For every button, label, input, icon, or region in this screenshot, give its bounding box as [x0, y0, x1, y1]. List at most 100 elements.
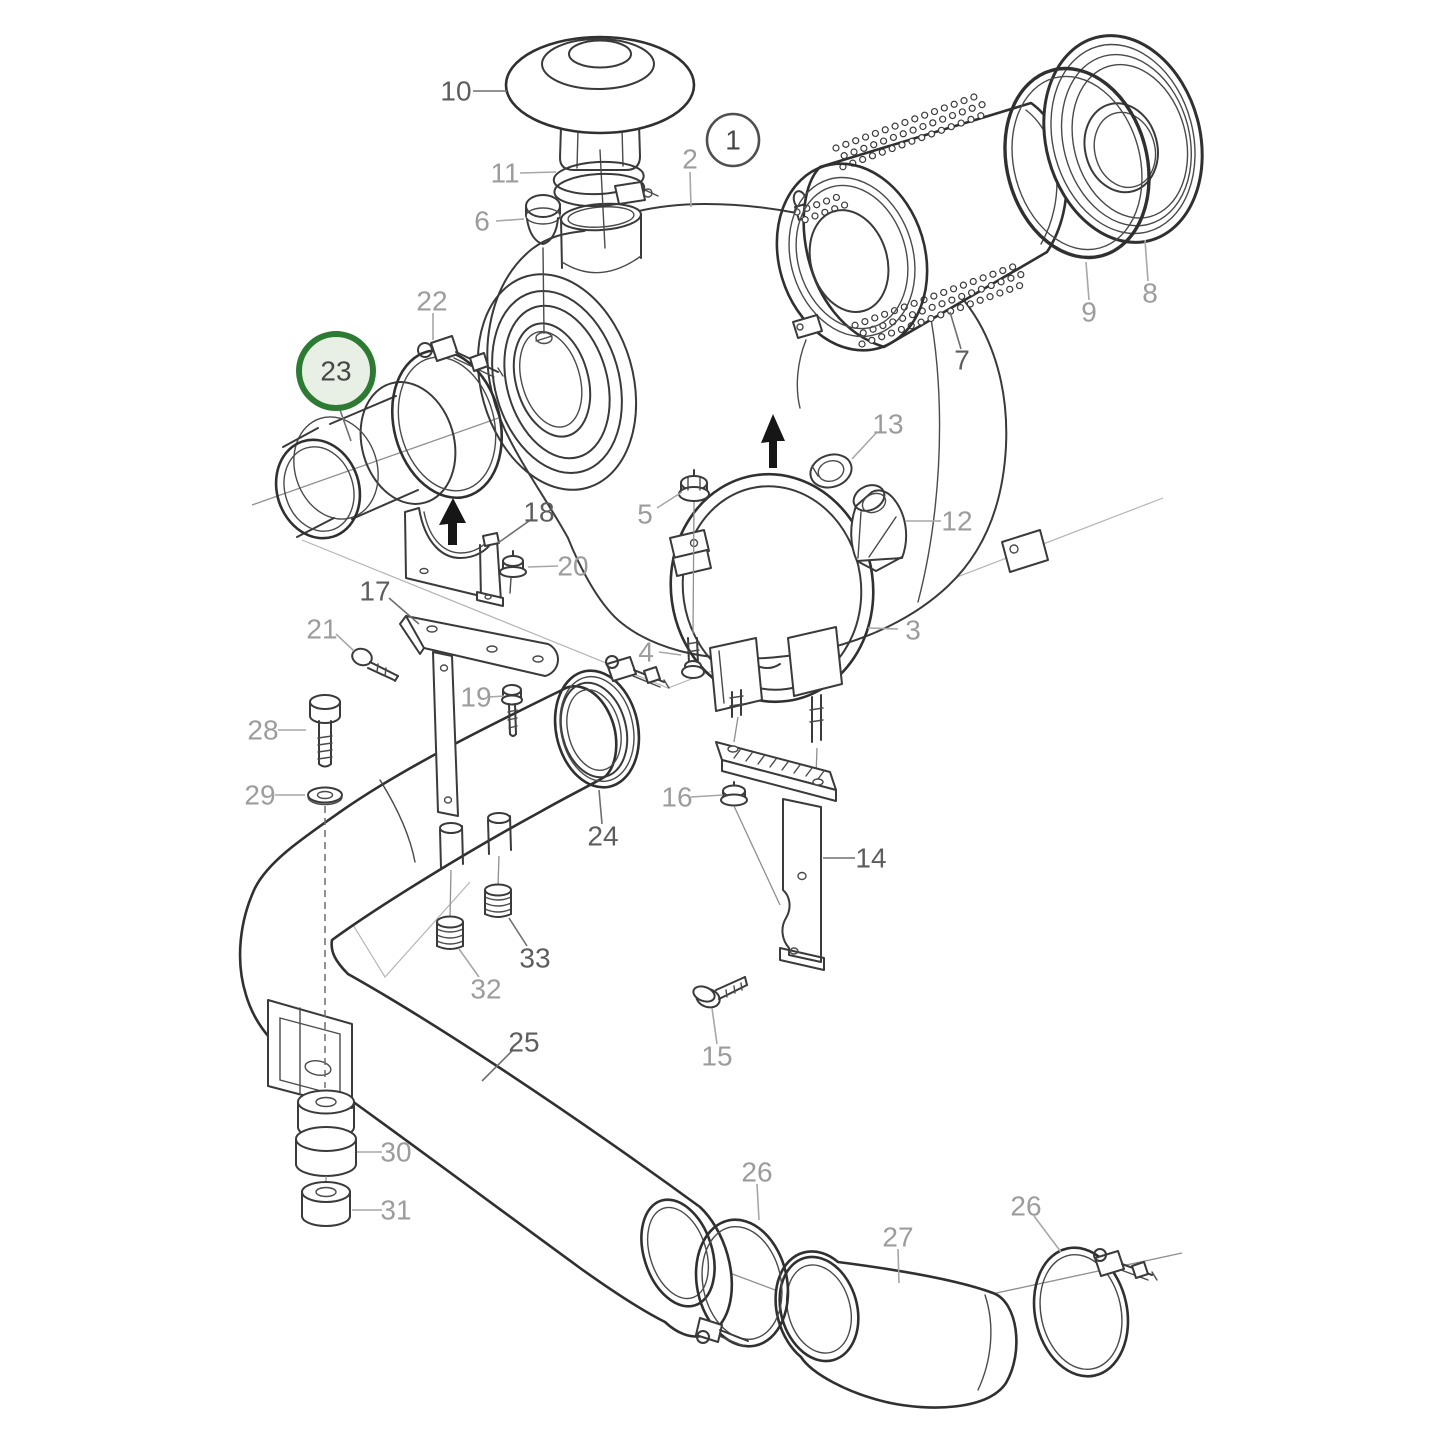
- part-callout-21[interactable]: 21: [306, 614, 355, 652]
- part-callout-31[interactable]: 31: [352, 1195, 412, 1226]
- svg-text:21: 21: [306, 614, 337, 645]
- svg-text:7: 7: [954, 345, 970, 376]
- bracket-serration: [733, 749, 825, 780]
- svg-text:2: 2: [682, 144, 698, 175]
- pipe-mounting-bosses: [439, 812, 512, 919]
- part-32-threaded-insert: [436, 915, 464, 950]
- part-31-spacer: [301, 1181, 351, 1227]
- part-13-cover-plug: [809, 453, 853, 489]
- svg-text:20: 20: [557, 551, 588, 582]
- part-callout-24[interactable]: 24: [587, 789, 619, 852]
- svg-text:18: 18: [523, 497, 554, 528]
- part-callout-18[interactable]: 18: [497, 497, 555, 544]
- part-15-bolt: [692, 976, 748, 1009]
- part-4-bolt: [681, 637, 705, 679]
- part-callout-23[interactable]: 23: [296, 331, 376, 442]
- part-callout-15[interactable]: 15: [701, 1007, 733, 1072]
- part-callout-33[interactable]: 33: [508, 917, 551, 974]
- svg-text:15: 15: [701, 1041, 732, 1072]
- svg-text:12: 12: [941, 506, 972, 537]
- svg-text:33: 33: [519, 943, 550, 974]
- svg-text:4: 4: [638, 637, 654, 668]
- part-12-dust-ejector: [850, 484, 908, 572]
- part-callout-16[interactable]: 16: [661, 782, 724, 813]
- part-callout-4[interactable]: 4: [638, 637, 682, 668]
- part-26-hose-clamp-left: [694, 1218, 790, 1348]
- part-16-nut: [720, 781, 781, 906]
- housing-side-clip: [1001, 529, 1049, 573]
- svg-text:14: 14: [855, 843, 886, 874]
- part-callout-12[interactable]: 12: [906, 506, 973, 537]
- svg-text:25: 25: [508, 1027, 539, 1058]
- part-callout-17[interactable]: 17: [359, 576, 420, 625]
- part-30-rubber-mount: [295, 1089, 357, 1186]
- svg-text:24: 24: [587, 821, 618, 852]
- part-17-bracket: [399, 615, 559, 817]
- part-callout-1[interactable]: 1: [705, 112, 761, 168]
- svg-text:1: 1: [725, 125, 741, 156]
- cap-axis-line: [599, 149, 606, 249]
- part-callout-25[interactable]: 25: [481, 1027, 540, 1082]
- part-callouts: 1234567891011121314151617181920212223242…: [244, 76, 1158, 1284]
- part-10-air-cleaner-cap: [504, 35, 696, 171]
- filter-perforation-dots: [793, 93, 1025, 348]
- part-callout-11[interactable]: 11: [490, 158, 557, 189]
- part-callout-8[interactable]: 8: [1142, 239, 1158, 309]
- svg-text:27: 27: [882, 1222, 913, 1253]
- part-callout-5[interactable]: 5: [637, 491, 683, 530]
- part-callout-3[interactable]: 3: [867, 615, 921, 646]
- svg-text:9: 9: [1081, 297, 1097, 328]
- svg-text:17: 17: [359, 576, 390, 607]
- svg-text:6: 6: [474, 206, 490, 237]
- svg-text:26: 26: [1010, 1191, 1041, 1222]
- part-callout-6[interactable]: 6: [474, 206, 525, 237]
- part-26-hose-clamp-right: [1032, 1246, 1158, 1378]
- part-5-nut: [678, 469, 710, 635]
- part-25-intake-pipe: [238, 681, 734, 1338]
- part-callout-26a[interactable]: 26: [741, 1157, 773, 1221]
- part-3-mounting-band: [669, 472, 875, 777]
- part-28-bolt: [309, 694, 341, 768]
- part-callout-27[interactable]: 27: [882, 1222, 914, 1284]
- part-21-bolt: [351, 647, 399, 682]
- svg-text:19: 19: [460, 682, 491, 713]
- part-callout-7[interactable]: 7: [949, 311, 970, 376]
- part-8-end-cover: [1042, 34, 1204, 244]
- part-callout-20[interactable]: 20: [527, 551, 589, 582]
- part-callout-28[interactable]: 28: [247, 715, 306, 746]
- svg-text:11: 11: [490, 158, 519, 189]
- svg-text:31: 31: [380, 1195, 411, 1226]
- part-callout-13[interactable]: 13: [851, 409, 904, 460]
- svg-text:13: 13: [872, 409, 903, 440]
- svg-text:32: 32: [470, 974, 501, 1005]
- part-callout-19[interactable]: 19: [460, 682, 505, 713]
- part-callout-2[interactable]: 2: [682, 144, 698, 208]
- part-callout-14[interactable]: 14: [823, 843, 887, 874]
- part-callout-29[interactable]: 29: [244, 780, 305, 811]
- part-callout-26b[interactable]: 26: [1010, 1191, 1062, 1253]
- part-callout-32[interactable]: 32: [458, 948, 502, 1005]
- part-9-sealing-ring: [1003, 66, 1151, 260]
- part-19-screw: [501, 684, 523, 737]
- part-29-washer: [307, 786, 343, 806]
- part-24-hose-clamp: [553, 655, 670, 789]
- part-14-support-bracket: [715, 741, 837, 971]
- part-callout-30[interactable]: 30: [357, 1137, 412, 1168]
- svg-text:5: 5: [637, 499, 653, 530]
- part-6-dust-valve: [525, 194, 561, 334]
- part-callout-22[interactable]: 22: [416, 286, 448, 341]
- svg-text:8: 8: [1142, 278, 1158, 309]
- part-27-intake-hose: [774, 1250, 1018, 1409]
- part-22-v-clamp: [390, 335, 504, 500]
- svg-text:26: 26: [741, 1157, 772, 1188]
- part-callout-9[interactable]: 9: [1081, 261, 1097, 328]
- assembly-direction-arrow: [761, 414, 785, 468]
- svg-text:30: 30: [380, 1137, 411, 1168]
- part-18-support-cradle: [404, 507, 504, 607]
- part-callout-10[interactable]: 10: [440, 76, 507, 107]
- svg-text:22: 22: [416, 286, 447, 317]
- assembly-direction-arrow: [439, 498, 466, 545]
- svg-text:16: 16: [661, 782, 692, 813]
- svg-text:10: 10: [440, 76, 471, 107]
